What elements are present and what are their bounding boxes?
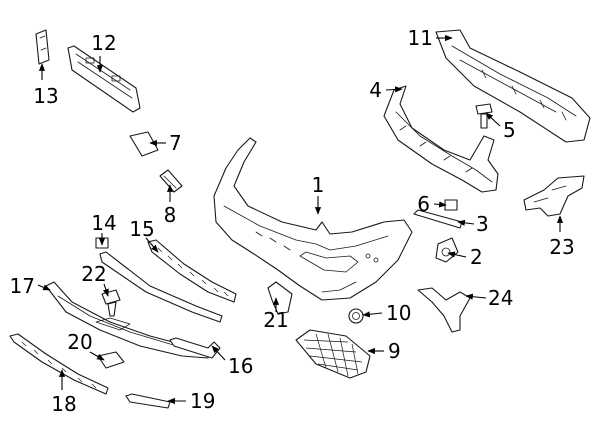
part-12-license-bracket <box>67 45 141 113</box>
callout-10: 10 <box>386 301 411 325</box>
leader-2 <box>447 251 467 258</box>
part-5-bolt <box>475 103 493 129</box>
callout-24: 24 <box>488 286 513 310</box>
part-lower-strip <box>99 251 223 323</box>
leader-17 <box>37 284 51 291</box>
callout-labels: 1 2 3 4 5 6 7 8 9 10 11 12 13 14 15 16 1… <box>10 26 575 416</box>
part-9-grille <box>295 329 371 379</box>
leader-16 <box>211 345 226 361</box>
callout-16: 16 <box>228 354 253 378</box>
callout-3: 3 <box>476 212 489 236</box>
callout-21: 21 <box>263 308 288 332</box>
leader-15 <box>145 237 159 253</box>
part-20-plate <box>97 351 125 369</box>
part-10-lamp <box>348 308 364 324</box>
callout-4: 4 <box>369 78 382 102</box>
callout-19: 19 <box>190 389 215 413</box>
part-6-clip <box>444 199 458 211</box>
leader-3 <box>457 219 475 226</box>
part-19-strip <box>125 393 171 409</box>
callout-8: 8 <box>164 203 177 227</box>
part-8-bracket <box>159 169 183 193</box>
leader-lines <box>37 34 564 405</box>
part-2-sensor <box>435 237 459 263</box>
callout-15: 15 <box>129 217 154 241</box>
callout-9: 9 <box>388 339 401 363</box>
leader-24 <box>465 293 487 300</box>
callout-7: 7 <box>169 131 182 155</box>
callout-22: 22 <box>81 262 106 286</box>
part-18-lower-trim <box>9 333 109 395</box>
leader-5 <box>485 112 501 127</box>
leader-22 <box>102 283 109 297</box>
callout-23: 23 <box>549 235 574 259</box>
part-21-bracket <box>267 281 293 315</box>
leader-20 <box>89 351 105 361</box>
part-1-bumper-cover <box>213 137 413 301</box>
callout-2: 2 <box>470 245 483 269</box>
callout-20: 20 <box>67 330 92 354</box>
callout-18: 18 <box>51 392 76 416</box>
callout-6: 6 <box>417 192 430 216</box>
part-24-bracket <box>417 287 471 333</box>
part-16-molding <box>169 337 221 359</box>
part-7-cover <box>129 131 159 157</box>
callout-1: 1 <box>312 173 325 197</box>
callout-14: 14 <box>91 211 116 235</box>
part-15-trim <box>147 239 237 303</box>
leader-10 <box>362 311 383 318</box>
callout-12: 12 <box>91 31 116 55</box>
leader-6 <box>433 201 447 208</box>
part-22-push-clip <box>101 289 121 317</box>
part-23-side-bracket <box>523 175 585 217</box>
part-4-rail <box>383 85 499 193</box>
part-13-bracket <box>35 29 50 65</box>
callout-13: 13 <box>33 84 58 108</box>
callout-17: 17 <box>10 274 35 298</box>
callout-5: 5 <box>503 118 516 142</box>
leader-4 <box>385 86 403 93</box>
part-11-reinforcement <box>435 29 591 143</box>
callout-11: 11 <box>408 26 433 50</box>
